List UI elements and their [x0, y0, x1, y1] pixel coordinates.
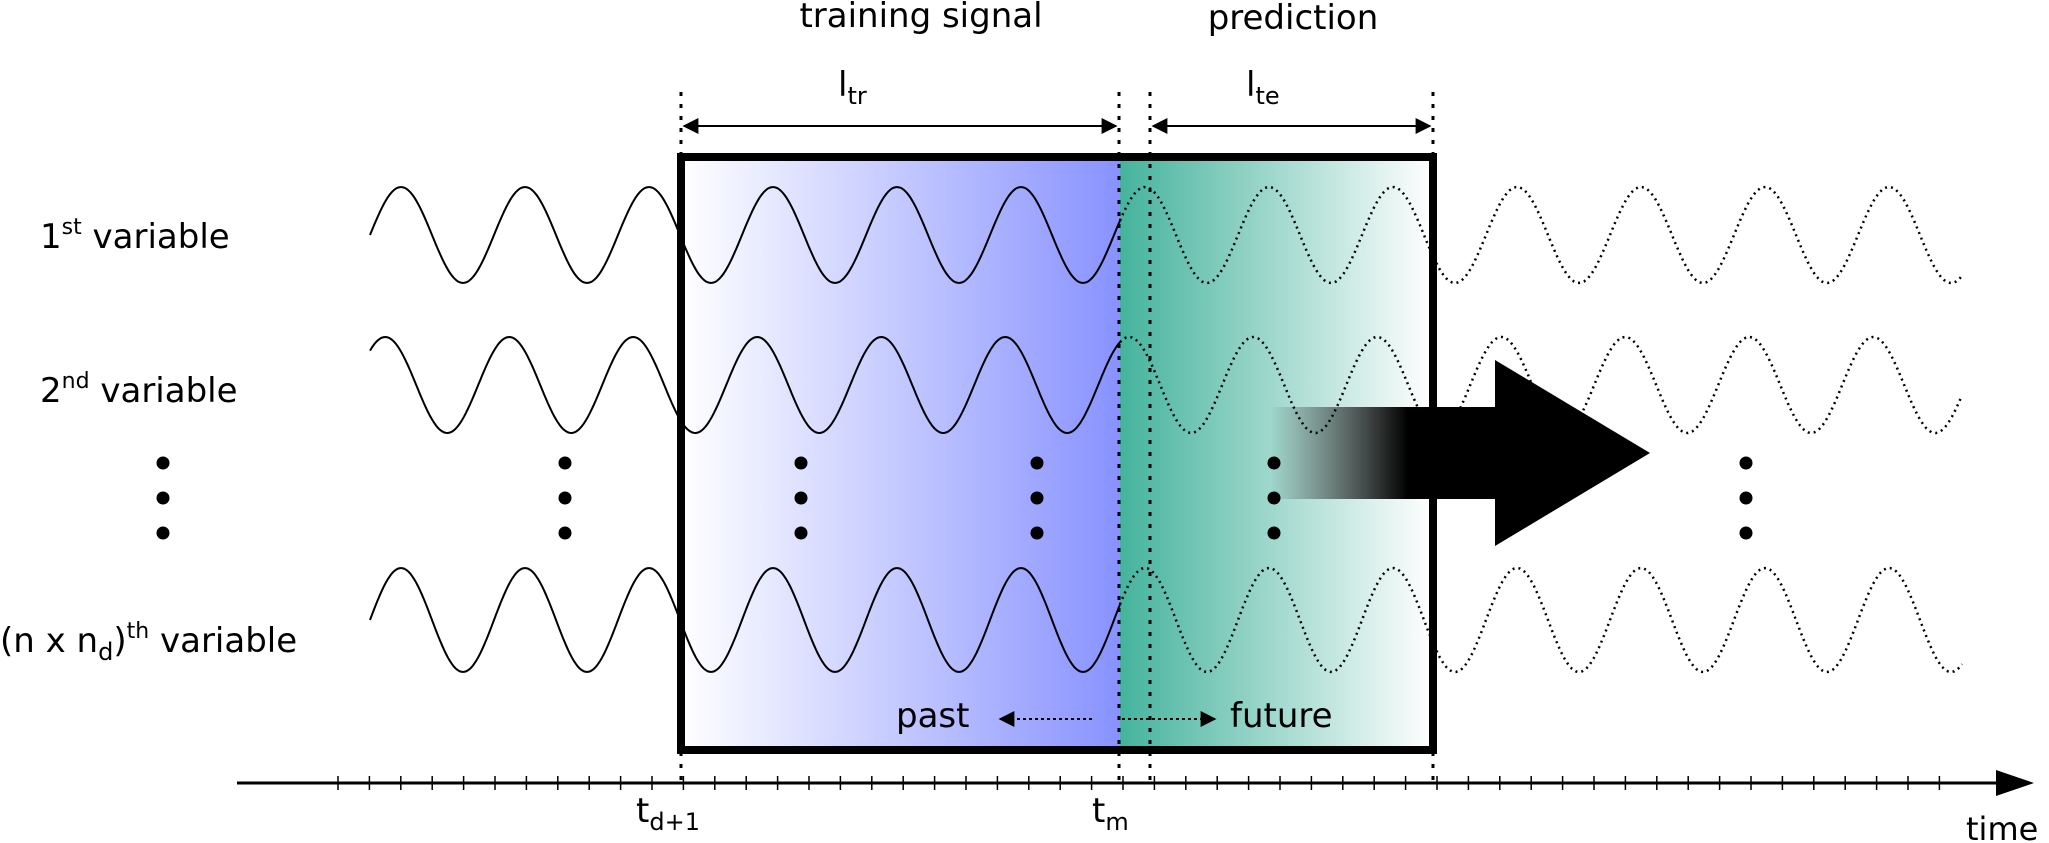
- ellipsis-dot: [558, 491, 572, 505]
- lte-label: lte: [1246, 65, 1280, 110]
- training-signal-header: training signal: [799, 0, 1042, 36]
- ltr-label: ltr: [838, 65, 867, 110]
- ellipsis-dot: [1267, 456, 1281, 470]
- time-axis-label: time: [1966, 810, 2038, 843]
- ellipsis-dot: [1030, 456, 1044, 470]
- wave-observed-1: [369, 186, 1121, 284]
- axis-ticks: [337, 776, 1941, 790]
- variable-label-2: 2nd variable: [40, 369, 238, 411]
- ellipsis-dot: [794, 526, 808, 540]
- ellipsis-dot: [156, 456, 170, 470]
- wave-future-3: [1118, 566, 1963, 674]
- time-axis-arrowhead: [1996, 770, 2034, 796]
- t-start-label: td+1: [636, 791, 700, 836]
- ellipsis-dot: [156, 491, 170, 505]
- wave-future-1: [1118, 185, 1963, 285]
- wave-observed-3: [369, 567, 1121, 673]
- ellipsis-dot: [1030, 491, 1044, 505]
- training-region: [681, 157, 1120, 750]
- variable-label-n: (n x nd)th variable: [0, 619, 297, 666]
- wave-observed-2: [369, 335, 1121, 435]
- future-label: future: [1230, 696, 1333, 736]
- variable-label-1: 1st variable: [40, 215, 230, 257]
- t-m-label: tm: [1092, 791, 1129, 836]
- ellipsis-dot: [1739, 456, 1753, 470]
- ellipsis-dot: [1030, 526, 1044, 540]
- ellipsis-dot: [1267, 526, 1281, 540]
- ellipsis-dot: [1267, 491, 1281, 505]
- ellipsis-dot: [1739, 491, 1753, 505]
- waves: [369, 185, 1964, 674]
- ellipsis-dot: [156, 526, 170, 540]
- vertical-ellipsis-icon: [156, 456, 1753, 540]
- prediction-header: prediction: [1208, 0, 1379, 38]
- ellipsis-dot: [558, 456, 572, 470]
- ellipsis-dot: [794, 456, 808, 470]
- ellipsis-dot: [1739, 526, 1753, 540]
- past-label: past: [896, 696, 969, 736]
- right-arrow-icon: [1270, 360, 1650, 546]
- ellipsis-dot: [558, 526, 572, 540]
- ellipsis-dot: [794, 491, 808, 505]
